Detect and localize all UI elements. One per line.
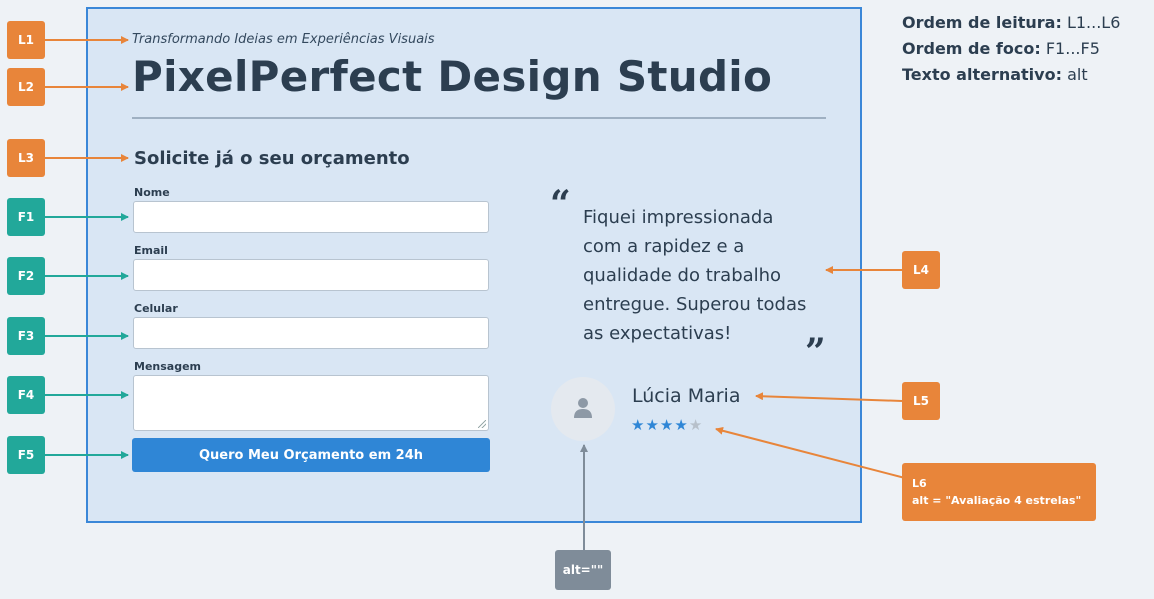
legend: Ordem de leitura: L1...L6 Ordem de foco:…	[902, 10, 1120, 88]
submit-button[interactable]: Quero Meu Orçamento em 24h	[132, 438, 490, 472]
phone-field[interactable]	[133, 317, 489, 349]
phone-label: Celular	[134, 302, 178, 315]
legend-focus-label: Ordem de foco:	[902, 39, 1041, 58]
email-label: Email	[134, 244, 168, 257]
form-heading: Solicite já o seu orçamento	[134, 148, 410, 169]
message-label: Mensagem	[134, 360, 202, 373]
testimonial-text: Fiquei impressionada com a rapidez e a q…	[583, 207, 807, 344]
tag-f4: F4	[7, 376, 45, 414]
star-icon: ★	[631, 416, 646, 434]
legend-reading-value: L1...L6	[1066, 13, 1121, 32]
email-field[interactable]	[133, 259, 489, 291]
open-quote-icon: “	[550, 183, 571, 225]
resize-grip-icon[interactable]	[478, 420, 486, 428]
legend-alt-label: Texto alternativo:	[902, 65, 1062, 84]
close-quote-icon: ”	[805, 331, 826, 373]
tag-l4: L4	[902, 251, 940, 289]
tag-l1: L1	[7, 21, 45, 59]
message-textarea[interactable]	[133, 375, 489, 431]
legend-focus-value: F1...F5	[1045, 39, 1100, 58]
tag-f1: F1	[7, 198, 45, 236]
legend-reading-label: Ordem de leitura:	[902, 13, 1062, 32]
tag-f3: F3	[7, 317, 45, 355]
name-label: Nome	[134, 186, 170, 199]
tag-avatar-alt: alt=""	[555, 550, 611, 590]
tag-l3: L3	[7, 139, 45, 177]
user-icon	[574, 398, 592, 418]
tag-f5: F5	[7, 436, 45, 474]
tagline: Transformando Ideias em Experiências Vis…	[132, 32, 435, 47]
tag-l5: L5	[902, 382, 940, 420]
star-icon: ★	[688, 416, 704, 434]
author-name: Lúcia Maria	[632, 385, 741, 407]
divider	[132, 117, 826, 119]
tag-l6-title: L6	[912, 477, 927, 490]
tag-l6-alt: alt = "Avaliação 4 estrelas"	[912, 494, 1082, 507]
star-icon: ★	[645, 416, 660, 434]
star-icon: ★	[674, 416, 689, 434]
tag-f2: F2	[7, 257, 45, 295]
star-icon: ★	[659, 416, 675, 434]
page-title: PixelPerfect Design Studio	[132, 52, 773, 101]
tag-l2: L2	[7, 68, 45, 106]
tag-l6: L6 alt = "Avaliação 4 estrelas"	[902, 463, 1096, 521]
rating-stars: ★★★★★	[631, 416, 703, 434]
avatar	[551, 377, 615, 441]
name-field[interactable]	[133, 201, 489, 233]
legend-alt-value: alt	[1067, 65, 1088, 84]
